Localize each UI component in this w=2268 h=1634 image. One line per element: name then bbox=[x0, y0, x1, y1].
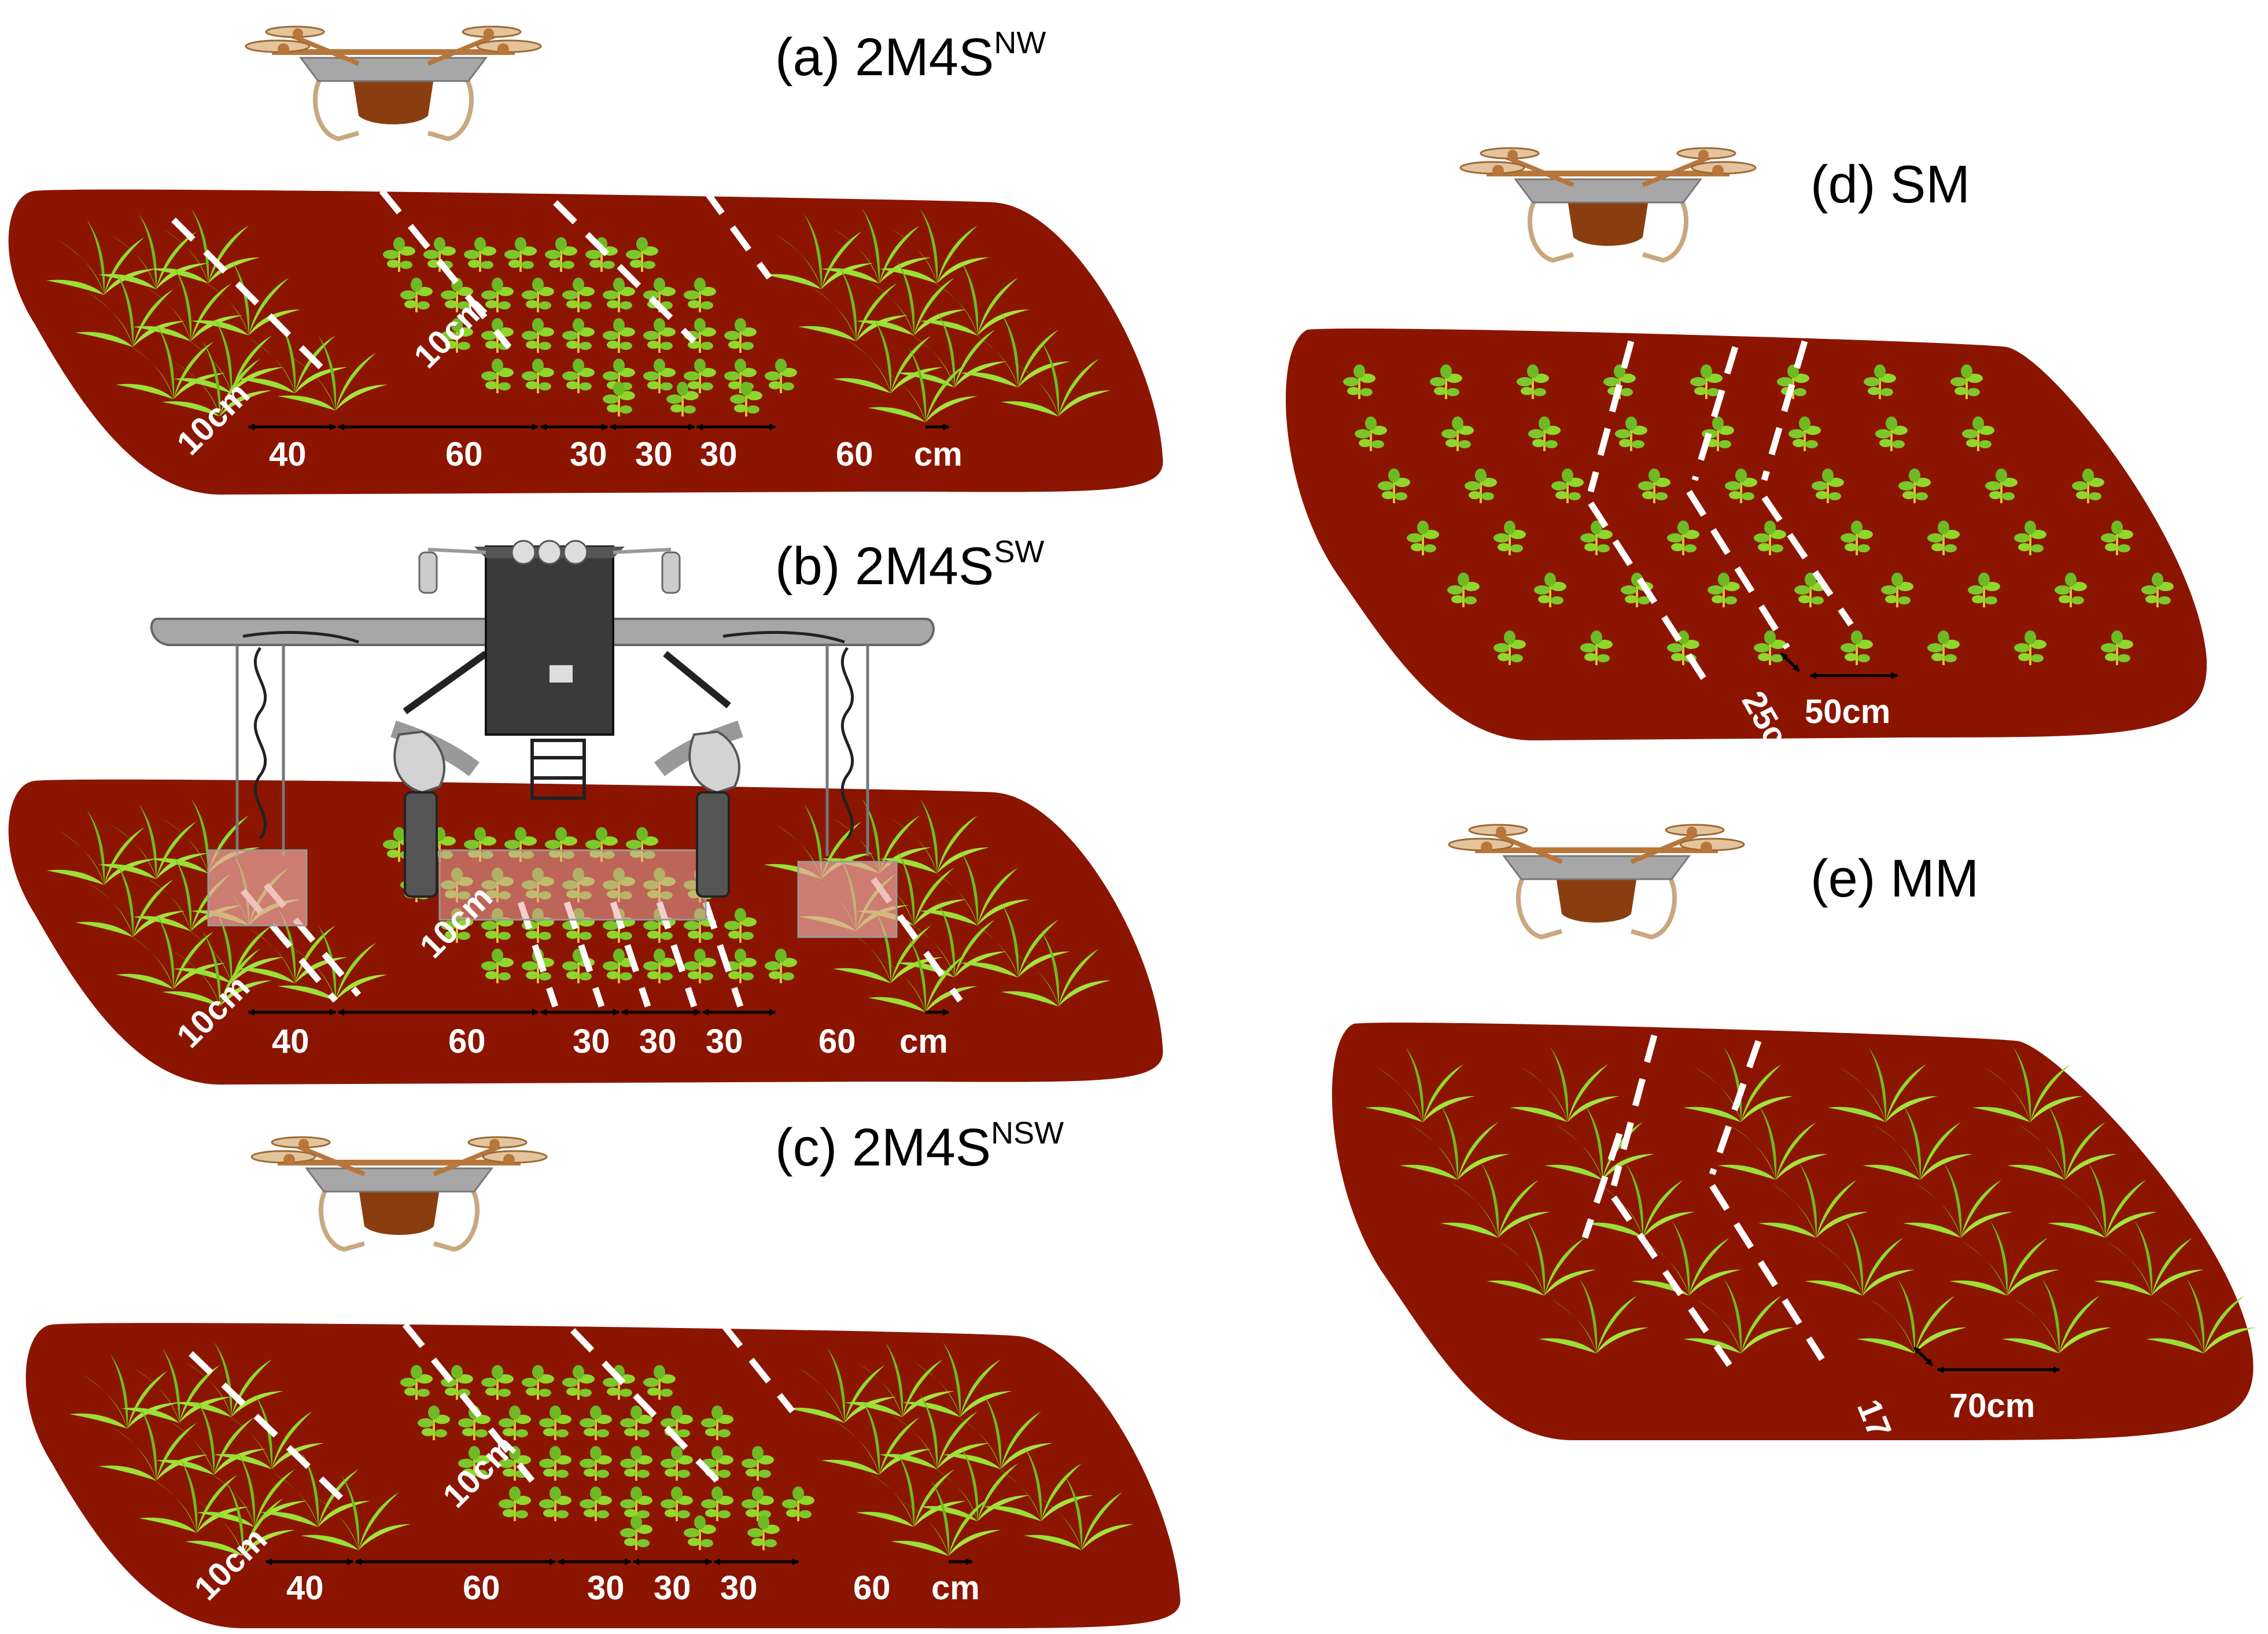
panel-a-title: (a) 2M4SNW bbox=[775, 25, 1046, 87]
dim-label-30: 30 bbox=[573, 1023, 610, 1060]
dim-label-60: 60 bbox=[463, 1569, 500, 1607]
drone-icon bbox=[1449, 825, 1744, 937]
dashed-rows bbox=[1587, 340, 1854, 684]
dim-label-30: 30 bbox=[706, 1023, 743, 1060]
drone-icon bbox=[246, 27, 541, 139]
dim-label-30: 30 bbox=[700, 436, 737, 473]
drone-icon bbox=[252, 1137, 547, 1249]
soil-field bbox=[1332, 1022, 2254, 1440]
dim-label-60: 60 bbox=[448, 1023, 486, 1060]
dim-label-30: 30 bbox=[654, 1569, 691, 1607]
panel-a: (a) 2M4SNW bbox=[8, 25, 1163, 495]
dashed-rows bbox=[189, 1322, 795, 1506]
dim-label-30: 30 bbox=[639, 1023, 677, 1060]
row-spacing-label: 50cm bbox=[1805, 693, 1890, 731]
dimension-arrows bbox=[1780, 652, 1898, 679]
dashed-rows bbox=[1581, 1034, 1825, 1367]
dimension-arrows bbox=[1913, 1347, 2060, 1373]
dim-label-60: 60 bbox=[818, 1023, 856, 1060]
unit-label: cm bbox=[914, 436, 962, 473]
dim-label-60: 60 bbox=[836, 436, 873, 473]
panel-e: (e) MM 17.9cm 70cm bbox=[1332, 825, 2256, 1514]
dim-label-30: 30 bbox=[587, 1569, 625, 1607]
unit-label: cm bbox=[931, 1569, 980, 1607]
dim-label-30: 30 bbox=[635, 436, 673, 473]
dim-label-40: 40 bbox=[269, 436, 307, 473]
dashed-rows bbox=[171, 189, 772, 372]
panel-b: (b) 2M4SSW bbox=[8, 534, 1163, 1085]
unit-label: cm bbox=[899, 1023, 948, 1060]
boom-sprayer-icon bbox=[150, 540, 935, 938]
drone-icon bbox=[1461, 148, 1756, 260]
dim-label-60: 60 bbox=[853, 1569, 891, 1607]
dim-label-40: 40 bbox=[286, 1569, 324, 1607]
panel-d-title: (d) SM bbox=[1810, 155, 1970, 214]
row-spacing-label: 70cm bbox=[1949, 1387, 2035, 1425]
panel-e-title: (e) MM bbox=[1810, 849, 1979, 908]
dim-label-30: 30 bbox=[720, 1569, 758, 1607]
dim-label-60: 60 bbox=[445, 436, 483, 473]
dim-label-40: 40 bbox=[272, 1023, 309, 1060]
dim-label-30: 30 bbox=[570, 436, 607, 473]
panel-c: (c) 2M4SNSW bbox=[25, 1116, 1181, 1629]
panel-b-title: (b) 2M4SSW bbox=[775, 534, 1044, 596]
panel-d: (d) SM 25cm 50cm bbox=[1285, 148, 2207, 778]
panel-c-title: (c) 2M4SNSW bbox=[775, 1116, 1064, 1177]
